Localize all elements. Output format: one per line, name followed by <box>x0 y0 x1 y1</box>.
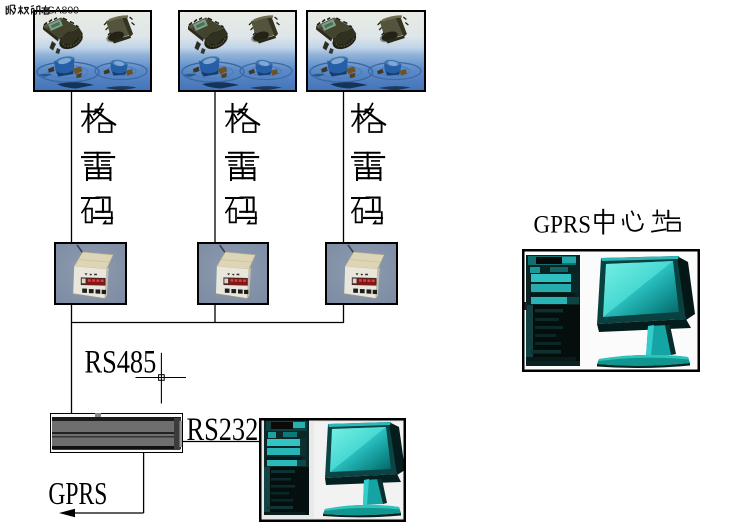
svg-text:GPRS: GPRS <box>48 476 107 511</box>
svg-text:CA800: CA800 <box>47 4 79 16</box>
svg-text:RS232: RS232 <box>187 412 259 448</box>
svg-text:RS485: RS485 <box>85 344 157 380</box>
svg-text:GPRS: GPRS <box>534 211 592 238</box>
